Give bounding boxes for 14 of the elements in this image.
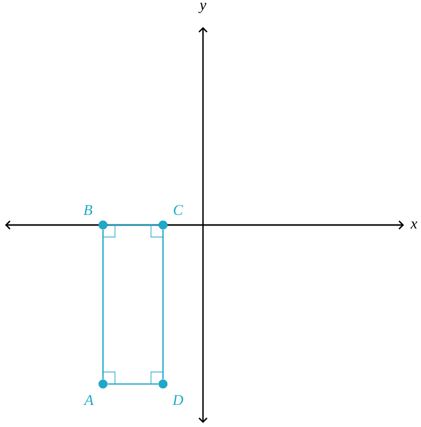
rectangle-side (108, 224, 158, 226)
rectangle-side (108, 383, 158, 385)
point-label: C (174, 204, 184, 216)
point (98, 380, 108, 388)
point (98, 220, 108, 230)
point-label: A (84, 395, 94, 405)
point-label: B (84, 205, 92, 215)
rectangle-side (162, 230, 164, 380)
point-label: D (172, 395, 184, 405)
point (158, 380, 168, 388)
axis-label: x (410, 222, 418, 228)
point (158, 220, 168, 230)
rectangle-side (102, 230, 104, 380)
axis-label: y (198, 2, 206, 14)
